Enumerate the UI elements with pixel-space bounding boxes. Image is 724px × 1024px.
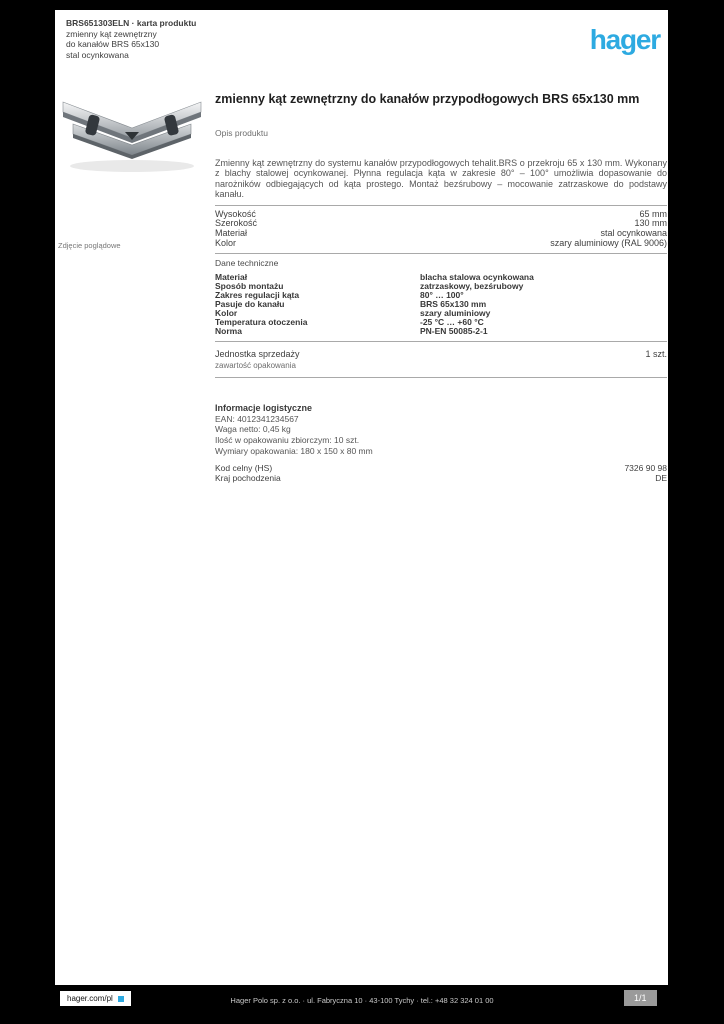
- tech-row: Kolor szary aluminiowy: [215, 309, 667, 318]
- spec-row: Szerokość 130 mm: [215, 219, 667, 229]
- logistics-line: Wymiary opakowania: 180 x 150 x 80 mm: [215, 445, 373, 456]
- tech-value: -25 °C … +60 °C: [420, 316, 484, 327]
- spec-label: Materiał: [215, 228, 248, 239]
- hager-logo: hager: [589, 24, 661, 55]
- spec-row: Kolor szary aluminiowy (RAL 9006): [215, 237, 667, 249]
- product-title: zmienny kąt zewnętrzny do kanałów przypo…: [215, 92, 640, 106]
- logistics-heading: Informacje logistyczne: [215, 402, 313, 413]
- tech-row: Norma PN-EN 50085-2-1: [215, 325, 667, 336]
- divider: [215, 204, 667, 206]
- product-corner-illustration: [62, 101, 202, 172]
- spec-label: Wysokość: [215, 208, 256, 219]
- section-heading-description: Opis produktu: [215, 128, 268, 138]
- section-heading-technical: Dane techniczne: [215, 258, 279, 269]
- customs-value: DE: [655, 472, 667, 483]
- paper: BRS651303ELN · karta produktu zmienny ką…: [55, 10, 668, 985]
- tech-row: Temperatura otoczenia -25 °C … +60 °C: [215, 318, 667, 327]
- tech-label: Kolor: [215, 308, 238, 319]
- packaging-value: 1 szt.: [645, 348, 667, 359]
- customs-label: Kod celny (HS): [215, 463, 273, 474]
- tech-value: blacha stalowa ocynkowana: [420, 272, 534, 283]
- tech-value: zatrzaskowy, bezśrubowy: [420, 281, 524, 292]
- tech-label: Zakres regulacji kąta: [215, 290, 300, 301]
- footer-page-badge: 1/1: [624, 990, 657, 1006]
- tech-row: Zakres regulacji kąta 80° … 100°: [215, 291, 667, 300]
- tech-row: Sposób montażu zatrzaskowy, bezśrubowy: [215, 282, 667, 291]
- spec-row: Materiał stal ocynkowana: [215, 228, 667, 239]
- header-ref-line: do kanałów BRS 65x130: [66, 39, 160, 49]
- spec-value: szary aluminiowy (RAL 9006): [550, 237, 667, 248]
- spec-row: Wysokość 65 mm: [215, 208, 667, 220]
- customs-label: Kraj pochodzenia: [215, 472, 281, 483]
- tech-value: PN-EN 50085-2-1: [420, 325, 488, 336]
- brand-accent-square: [117, 995, 124, 1002]
- footer-address: Hager Polo sp. z o.o. · ul. Fabryczna 10…: [230, 996, 494, 1005]
- customs-block: Kod celny (HS) 7326 90 98 Kraj pochodzen…: [215, 463, 667, 483]
- product-description: Zmienny kąt zewnętrzny do systemu kanałó…: [215, 158, 667, 200]
- spec-label: Kolor: [215, 237, 237, 248]
- spec-label: Szerokość: [215, 218, 258, 229]
- spec-value: stal ocynkowana: [600, 228, 667, 239]
- customs-value: 7326 90 98: [624, 463, 667, 474]
- spec-value: 65 mm: [639, 208, 667, 219]
- packaging-row: Jednostka sprzedaży zawartość opakowania…: [215, 346, 667, 372]
- tech-value: BRS 65x130 mm: [420, 299, 487, 310]
- header-ref-line: stal ocynkowana: [66, 49, 129, 60]
- tech-label: Pasuje do kanału: [215, 299, 285, 310]
- tech-label: Temperatura otoczenia: [215, 316, 308, 327]
- logistics-line: EAN: 4012341234567: [215, 413, 299, 424]
- tech-row: Materiał blacha stalowa ocynkowana: [215, 273, 667, 282]
- tech-row: Pasuje do kanału BRS 65x130 mm: [215, 300, 667, 309]
- tech-value: szary aluminiowy: [420, 308, 491, 319]
- spec-value: 130 mm: [634, 218, 667, 229]
- divider: [215, 253, 667, 255]
- tech-label: Norma: [215, 325, 242, 336]
- content-column: zmienny kąt zewnętrzny do kanałów przypo…: [215, 92, 667, 483]
- packaging-labels: Jednostka sprzedaży zawartość opakowania: [215, 349, 300, 370]
- product-image: [57, 88, 207, 176]
- divider: [215, 340, 667, 342]
- header-ref-line: BRS651303ELN · karta produktu: [66, 18, 197, 28]
- logistics-line: Ilość w opakowaniu zbiorczym: 10 szt.: [215, 434, 360, 445]
- footer-site-link[interactable]: hager.com/pl: [60, 991, 131, 1006]
- tech-label: Materiał: [215, 272, 248, 283]
- footer-site-label: hager.com/pl: [67, 994, 113, 1003]
- logistics-line: Waga netto: 0,45 kg: [215, 424, 291, 435]
- packaging-label: Jednostka sprzedaży: [215, 348, 300, 359]
- logistics-block: Informacje logistyczne EAN: 401234123456…: [215, 403, 667, 456]
- packaging-note: zawartość opakowania: [215, 360, 296, 370]
- product-image-caption: Zdjęcie poglądowe: [58, 241, 121, 250]
- header-ref-line: zmienny kąt zewnętrzny: [66, 28, 157, 39]
- divider: [215, 376, 667, 378]
- customs-row: Kod celny (HS) 7326 90 98: [215, 463, 667, 474]
- customs-row: Kraj pochodzenia DE: [215, 472, 667, 483]
- tech-value: 80° … 100°: [420, 290, 464, 301]
- tech-label: Sposób montażu: [215, 281, 284, 292]
- header-ref-block: BRS651303ELN · karta produktu zmienny ką…: [66, 18, 196, 60]
